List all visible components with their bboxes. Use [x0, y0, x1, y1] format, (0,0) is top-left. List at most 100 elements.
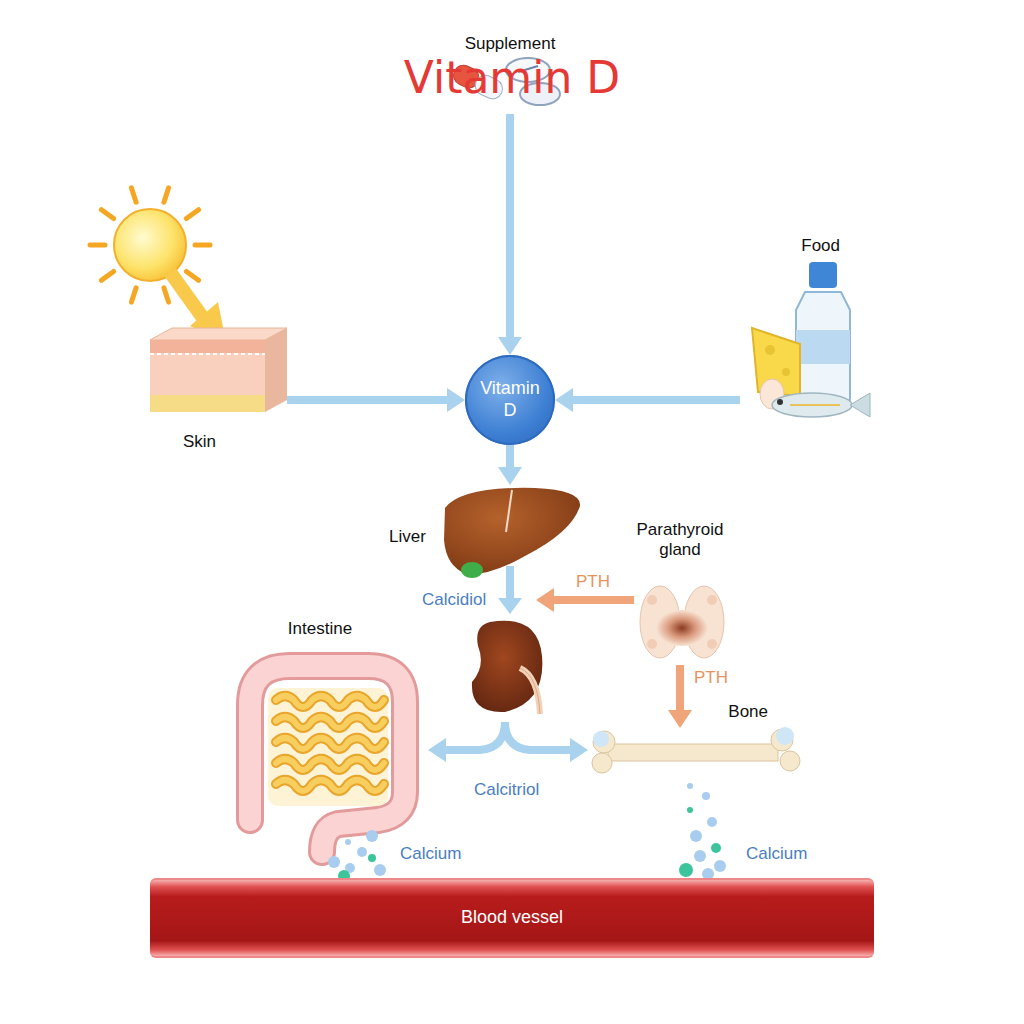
supplement-node: Supplement [440, 32, 580, 114]
bone-part [608, 744, 778, 761]
intestine-coil [276, 696, 384, 707]
intestine-coil [276, 738, 384, 749]
node-label: Intestine [215, 619, 425, 639]
pth-arrow-part [536, 588, 554, 612]
liver-part [444, 488, 580, 574]
kidney-part [520, 668, 540, 714]
food-items-part [765, 345, 775, 355]
node-label: Bone [728, 702, 768, 722]
parathyroid-gland-part [707, 639, 717, 649]
connector-arrow [498, 114, 522, 355]
intestine-coil [276, 759, 384, 770]
kidney-part [520, 668, 540, 714]
skin-block-part [150, 340, 265, 353]
connector-arrow [555, 388, 740, 412]
skin-node: Skin [145, 320, 287, 460]
food-items [752, 262, 870, 417]
calcitriol-arrow-part [570, 738, 588, 762]
connector-line [676, 665, 684, 712]
food-node: Food [740, 236, 880, 422]
food-items-part [850, 393, 870, 417]
skin-block-part [150, 353, 265, 395]
edge-label: PTH [692, 668, 730, 688]
skin-block-part [150, 353, 265, 355]
bone-node: Bone [588, 728, 802, 776]
calcium-dots-part [714, 860, 726, 872]
bone-part [592, 753, 612, 773]
calcidiol-arrow-part [506, 566, 514, 600]
intestine-coil [276, 696, 384, 707]
sun-ray [186, 271, 198, 280]
arrow-head [447, 388, 465, 412]
parathyroid-node: Parathyroid gland [620, 520, 740, 665]
node-label: Parathyroid gland [620, 520, 740, 561]
calcium-dots-part [345, 839, 351, 845]
calcidiol-arrow-part [498, 598, 522, 614]
food-items-part [772, 393, 852, 417]
skin-block-part [150, 328, 287, 340]
sun-ray [131, 188, 136, 202]
sun-ray [101, 271, 113, 280]
skin-block [150, 328, 287, 412]
parathyroid-gland-part [647, 595, 657, 605]
node-label: Liver [389, 527, 426, 547]
calcium-dots-part [328, 856, 340, 868]
food-items-part [782, 368, 790, 376]
bone-part [593, 731, 615, 753]
calcium-dots-part [702, 792, 710, 800]
node-label: Skin [183, 432, 216, 452]
skin-block-part [150, 395, 265, 412]
parathyroid-gland-part [656, 610, 708, 646]
calcium-dots-part [690, 830, 702, 842]
vitamin-circle: Vitamin D [465, 355, 555, 445]
sun-ray [195, 243, 210, 248]
pth-arrow-part [552, 596, 634, 604]
calcitriol-label: Calcitriol [472, 780, 541, 800]
connector-line [506, 114, 514, 339]
sun-ray [186, 210, 198, 219]
kidney [472, 621, 542, 714]
connector-line [506, 445, 514, 469]
parathyroid-gland-part [707, 595, 717, 605]
connector-arrow [287, 388, 465, 412]
bone-part [593, 731, 609, 747]
sun-ray [101, 210, 113, 219]
sun-ray [131, 288, 136, 302]
node-label: Blood vessel [150, 880, 874, 956]
liver [444, 488, 580, 578]
intestine-part [268, 688, 388, 806]
calcitriol-arrow-part [444, 722, 505, 750]
connector-arrow [498, 445, 522, 485]
intestine-part [250, 666, 405, 852]
calcidiol-label: Calcidiol [420, 590, 488, 610]
pth-label: PTH [574, 572, 612, 592]
calcium-dots-part [687, 807, 693, 813]
sun-ray [164, 188, 169, 202]
bone-part [776, 727, 794, 745]
calcium-dots-part [694, 850, 706, 862]
calcitriol-arrow [428, 722, 588, 762]
node-label: Vitamin D [465, 355, 555, 445]
food-items-part [796, 292, 850, 404]
food-items-part [777, 399, 783, 405]
sun [90, 188, 226, 342]
connector-line [287, 396, 449, 404]
intestine-coil [276, 759, 384, 770]
calcium-dots-part [711, 843, 721, 853]
calcium-dots-part [366, 830, 378, 842]
bone-part [780, 751, 800, 771]
sun-ray [164, 288, 169, 302]
calcium-dots-part [374, 864, 386, 876]
calcium-dots-part [679, 863, 693, 877]
calcidiol-arrow [498, 566, 522, 614]
intestine-coil [276, 780, 384, 791]
arrow-head [498, 337, 522, 355]
parathyroid-gland-part [647, 639, 657, 649]
intestine [250, 666, 405, 852]
liver-node: Liver [385, 485, 585, 585]
intestine-coil [276, 717, 384, 728]
connector-arrow [668, 665, 692, 728]
calcium-dots-part [357, 847, 367, 857]
skin-block-part [265, 328, 287, 412]
